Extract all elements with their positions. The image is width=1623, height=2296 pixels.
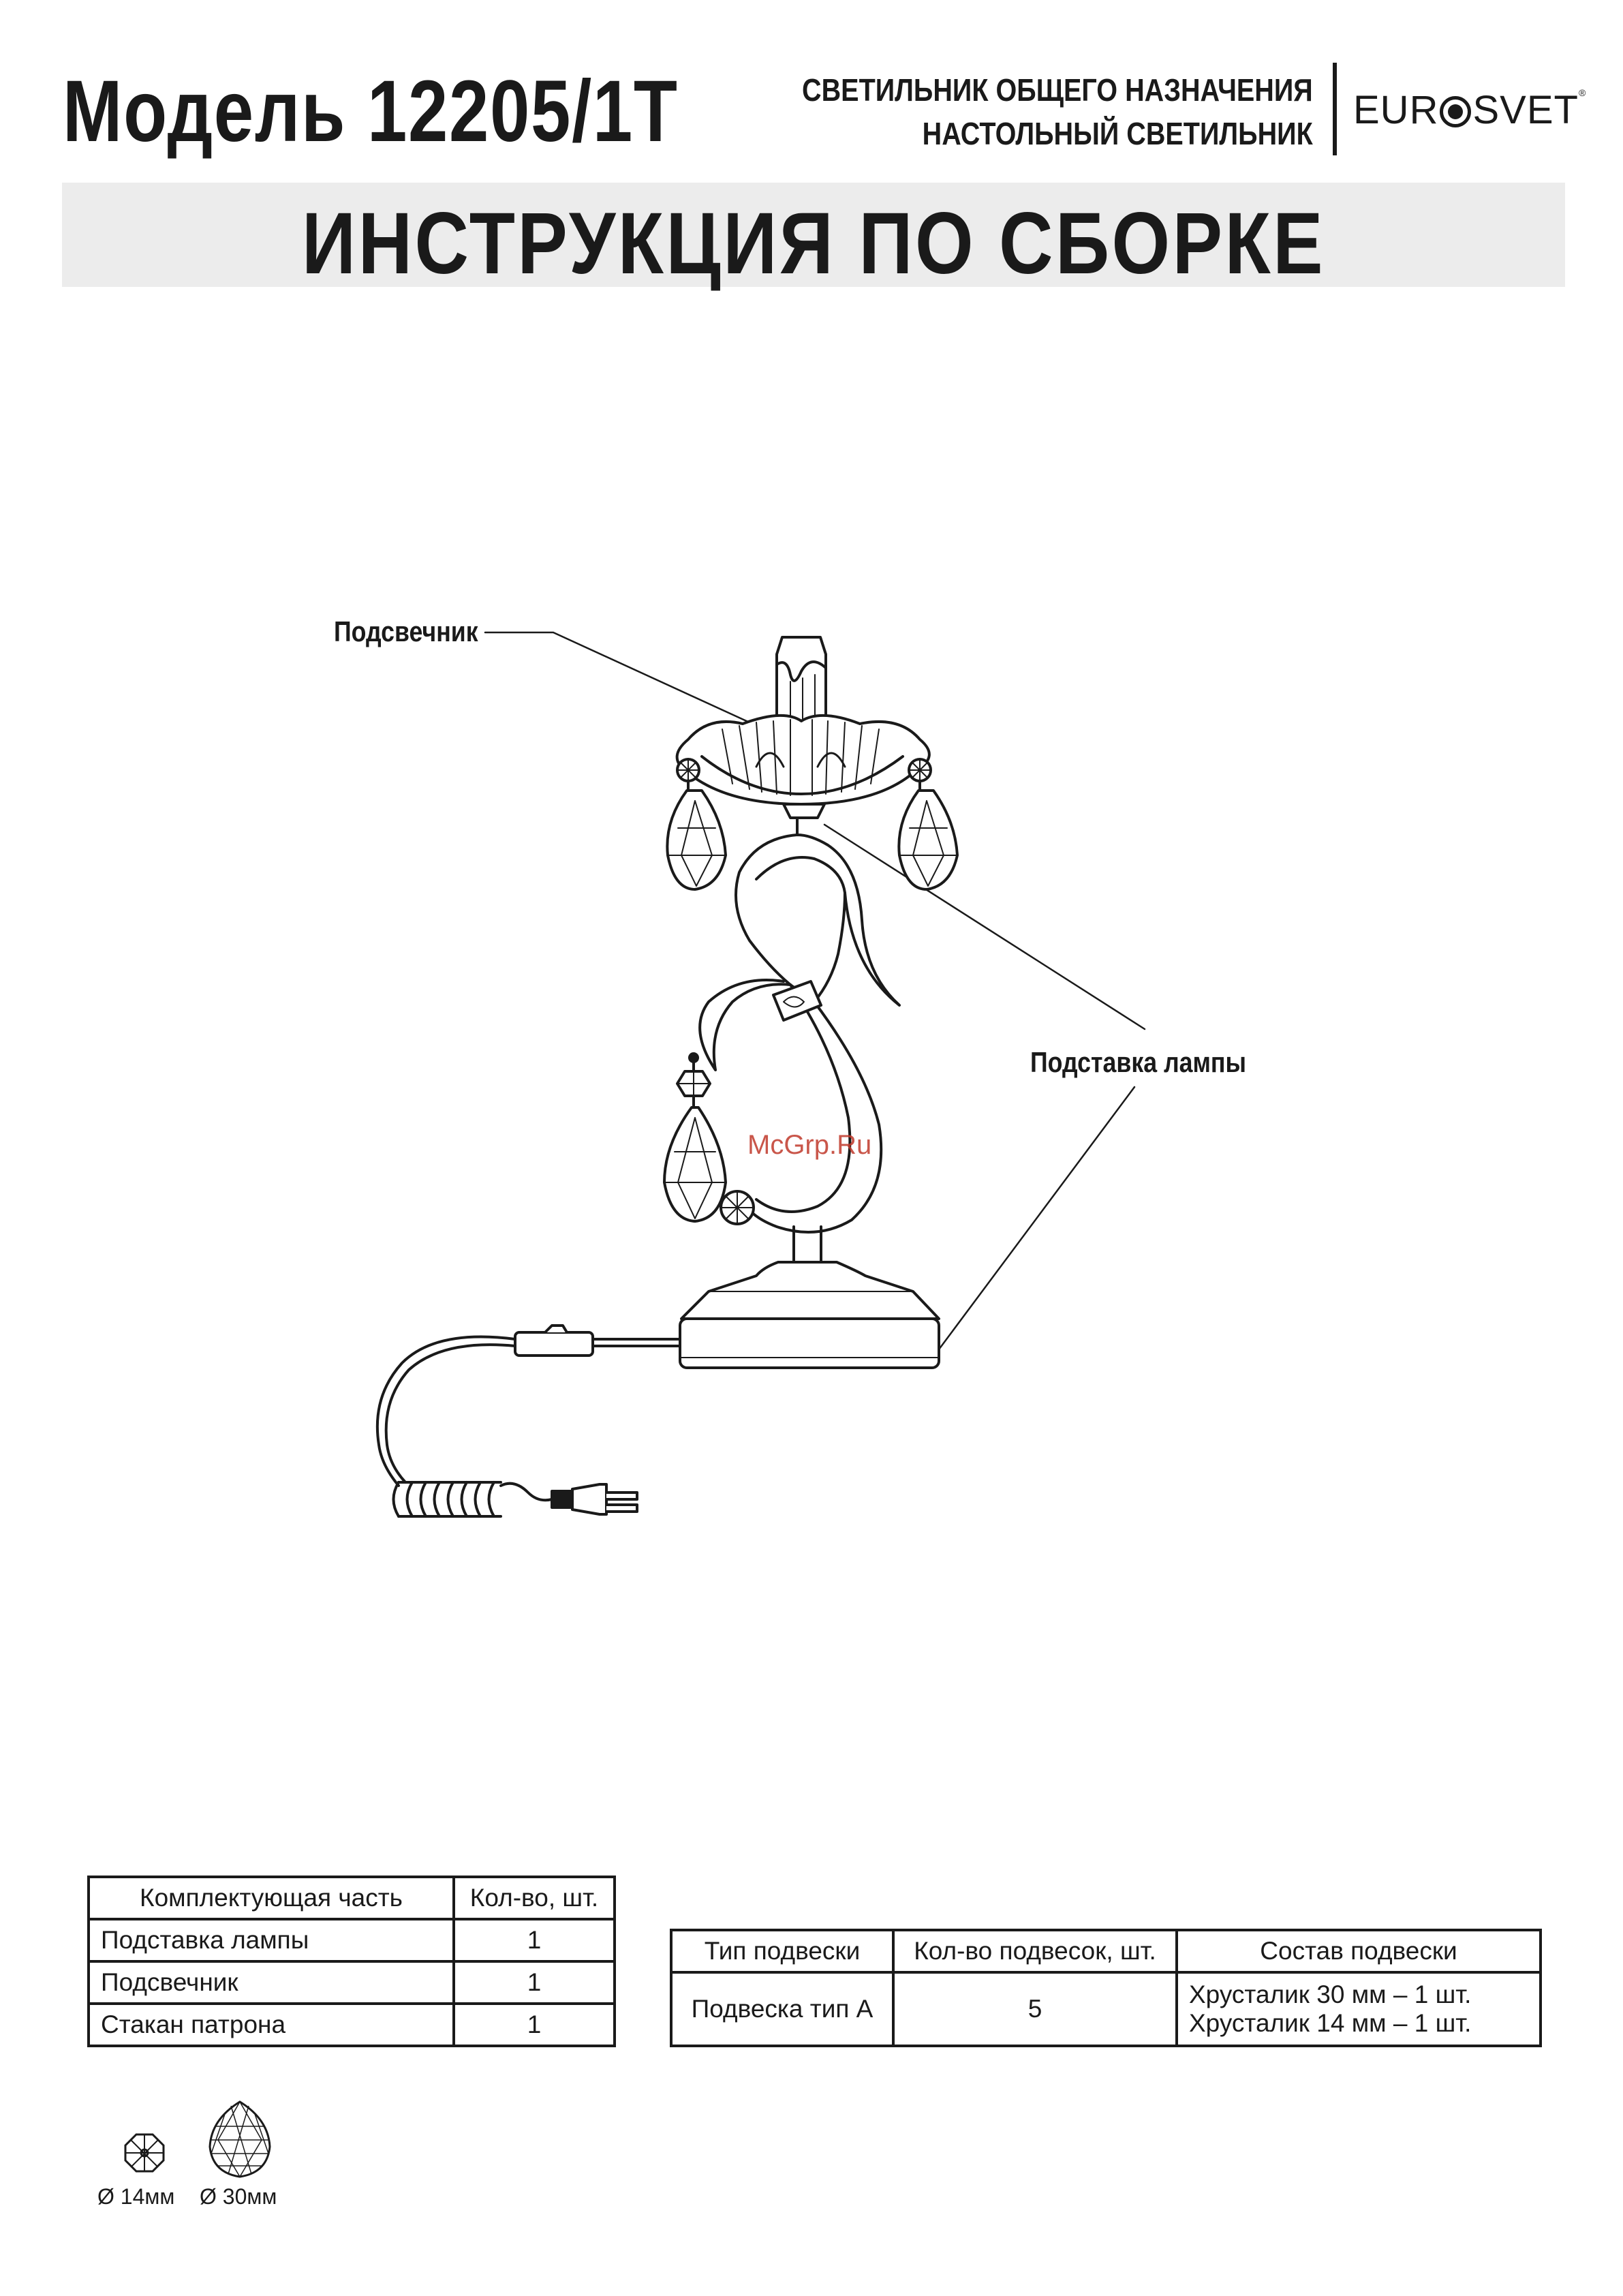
crystal-30mm-icon (208, 2100, 271, 2178)
brand-registered-mark: ® (1578, 87, 1587, 98)
composition-line: Хрусталик 30 мм – 1 шт. (1189, 1980, 1472, 2008)
crystal-icons (124, 2100, 271, 2178)
power-cord (375, 1324, 681, 1518)
leader-line-base-lower (938, 1086, 1136, 1351)
product-type: СВЕТИЛЬНИК ОБЩЕГО НАЗНАЧЕНИЯ НАСТОЛЬНЫЙ … (802, 68, 1313, 155)
table-row: Подставка лампы 1 (87, 1918, 616, 1963)
part-name: Подсвечник (87, 1960, 455, 2005)
table-header-row: Тип подвески Кол-во подвесок, шт. Состав… (670, 1929, 1542, 1974)
leader-line-base-upper (823, 823, 1146, 1030)
part-qty: 1 (452, 1960, 616, 2005)
pendant-lower-left (663, 1052, 727, 1223)
table-row: Подвеска тип А 5 Хрусталик 30 мм – 1 шт.… (670, 1971, 1542, 2047)
header-part: Комплектующая часть (87, 1876, 455, 1920)
label-candle-holder: Подсвечник (334, 615, 478, 647)
part-name: Подставка лампы (87, 1918, 455, 1963)
lamp-base (679, 1261, 940, 1369)
pendant-type: Подвеска тип А (670, 1971, 895, 2047)
watermark: McGrp.Ru (747, 1130, 872, 1160)
candle-sleeve (775, 636, 827, 724)
title-banner: ИНСТРУКЦИЯ ПО СБОРКЕ (62, 183, 1565, 292)
table-header-row: Комплектующая часть Кол-во, шт. (87, 1876, 616, 1920)
part-qty: 1 (452, 2002, 616, 2047)
product-type-line2: НАСТОЛЬНЫЙ СВЕТИЛЬНИК (922, 116, 1313, 151)
brand-logo-right: SVET (1472, 88, 1579, 132)
header-pendant-qty: Кол-во подвесок, шт. (892, 1929, 1178, 1974)
label-lamp-base: Подставка лампы (1030, 1046, 1246, 1078)
leader-line-candle (484, 631, 751, 724)
brand-logo-left: EUR (1353, 88, 1439, 132)
crystal-14mm-label: Ø 14мм (97, 2184, 175, 2209)
model-title: Модель 12205/1T (63, 63, 679, 160)
crystal-14mm-icon (124, 2133, 165, 2173)
header-divider (1333, 63, 1337, 155)
header-pendant-type: Тип подвески (670, 1929, 895, 1974)
bobeche-cup (675, 714, 932, 819)
header-pendant-composition: Состав подвески (1175, 1929, 1542, 1974)
pendant-upper-right (897, 780, 959, 891)
crystal-30mm-label: Ø 30мм (200, 2184, 277, 2209)
table-row: Подсвечник 1 (87, 1960, 616, 2005)
s-shaped-arm (698, 816, 901, 1264)
product-type-line1: СВЕТИЛЬНИК ОБЩЕГО НАЗНАЧЕНИЯ (802, 72, 1313, 108)
pendant-qty: 5 (892, 1971, 1178, 2047)
table-row: Стакан патрона 1 (87, 2002, 616, 2047)
brand-logo: EUR SVET® (1353, 87, 1586, 133)
header-qty: Кол-во, шт. (452, 1876, 616, 1920)
brand-o-icon (1440, 96, 1472, 127)
banner-title: ИНСТРУКЦИЯ ПО СБОРКЕ (302, 195, 1325, 292)
part-qty: 1 (452, 1918, 616, 1963)
composition-line: Хрусталик 14 мм – 1 шт. (1189, 2009, 1472, 2037)
parts-table: Комплектующая часть Кол-во, шт. Подставк… (87, 1876, 616, 2047)
part-name: Стакан патрона (87, 2002, 455, 2047)
pendant-composition: Хрусталик 30 мм – 1 шт. Хрусталик 14 мм … (1175, 1971, 1542, 2047)
pendant-upper-left (666, 780, 727, 891)
pendant-table: Тип подвески Кол-во подвесок, шт. Состав… (670, 1929, 1542, 2047)
